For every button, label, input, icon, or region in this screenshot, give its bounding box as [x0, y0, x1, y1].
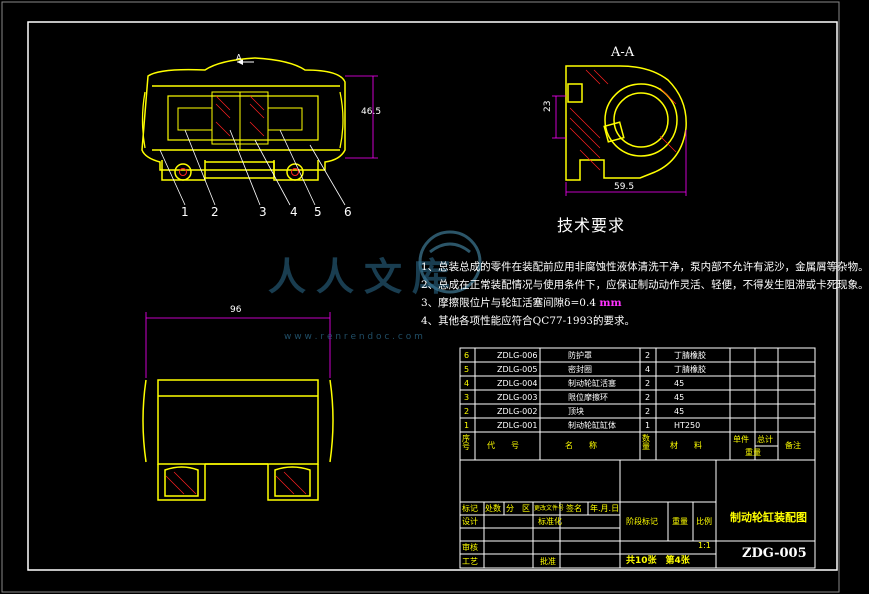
leader-label-3: 3 — [259, 205, 267, 219]
tb-sheets: 共10张 第4张 — [626, 556, 690, 566]
bom-header-code: 代 号 — [487, 441, 519, 450]
bom-cell-code: ZDLG-005 — [497, 365, 538, 374]
assembly-drawing — [1, 1, 840, 593]
view-label: A-A — [611, 45, 635, 60]
drawing-name: 制动轮缸装配图 — [730, 511, 807, 524]
bom-cell-qty: 2 — [645, 407, 651, 416]
bom-header-weight: 重量 — [745, 448, 761, 457]
bom-cell-qty: 1 — [645, 421, 651, 430]
bom-cell-no: 6 — [464, 351, 470, 360]
dim-section — [552, 95, 687, 196]
bom-cell-code: ZDLG-004 — [497, 379, 538, 388]
bom-cell-material: 丁腈橡胶 — [674, 365, 706, 374]
dim-front-height-label: 46.5 — [361, 107, 382, 117]
bom-cell-name: 顶块 — [568, 407, 584, 416]
bom-header-name: 名 称 — [565, 441, 597, 450]
tb-weight: 重量 — [672, 517, 688, 526]
section-view-a-a — [565, 65, 687, 181]
dim-section-height-label: 23 — [543, 100, 553, 112]
tb-standard: 标准化 — [538, 517, 562, 526]
leader-label-6: 6 — [344, 205, 352, 219]
bom-cell-material: 丁腈橡胶 — [674, 351, 706, 360]
bom-cell-code: ZDLG-003 — [497, 393, 538, 402]
bom-cell-qty: 2 — [645, 393, 651, 402]
leader-lines — [159, 129, 346, 206]
bom-cell-material: HT250 — [674, 421, 701, 430]
requirement-3-line: 3、摩擦限位片与轮缸活塞间隙δ=0.4 mm — [421, 298, 622, 309]
tb-review: 审核 — [462, 543, 478, 552]
section-marker: A — [236, 53, 242, 62]
requirement-3: 3、摩擦限位片与轮缸活塞间隙δ=0.4 — [421, 297, 596, 309]
bom-cell-no: 5 — [464, 365, 470, 374]
tb-change-doc: 更改文件号 — [534, 505, 565, 512]
dim-bottom-width — [145, 312, 331, 378]
bom-header-total-weight: 总计 — [757, 435, 773, 444]
leader-label-5: 5 — [314, 205, 322, 219]
bom-cell-no: 2 — [464, 407, 470, 416]
bom-cell-qty: 2 — [645, 379, 651, 388]
requirements-title: 技术要求 — [557, 216, 626, 235]
bom-cell-name: 限位摩擦环 — [568, 393, 608, 402]
tb-scale: 1:1 — [698, 541, 711, 550]
leader-label-2: 2 — [211, 205, 219, 219]
leader-label-1: 1 — [181, 205, 189, 219]
front-view — [141, 57, 346, 181]
dim-bottom-width-label: 96 — [230, 305, 242, 315]
bom-grid — [459, 347, 816, 569]
tb-date: 年.月.日 — [590, 504, 620, 513]
tb-zone: 分 区 — [506, 504, 530, 513]
tb-count: 处数 — [485, 504, 501, 513]
requirement-4: 4、其他各项性能应符合QC77-1993的要求。 — [421, 315, 635, 327]
bom-header-qty: 数量 — [642, 434, 650, 451]
bottom-hatch — [165, 471, 307, 495]
bom-cell-qty: 4 — [645, 365, 651, 374]
bom-cell-name: 密封圈 — [568, 365, 592, 374]
bom-header-material: 材 料 — [670, 441, 702, 450]
requirement-3-unit: mm — [599, 297, 622, 309]
bom-cell-code: ZDLG-002 — [497, 407, 538, 416]
tb-sign: 签名 — [566, 504, 582, 513]
bom-header-remark: 备注 — [785, 441, 801, 450]
bom-header-unit-weight: 单件 — [733, 435, 749, 444]
tb-design: 设计 — [462, 517, 478, 526]
bottom-view — [142, 379, 334, 501]
bom-cell-code: ZDLG-001 — [497, 421, 538, 430]
bom-cell-code: ZDLG-006 — [497, 351, 538, 360]
dim-section-width-label: 59.5 — [614, 182, 635, 192]
tb-stage-mark: 阶段标记 — [626, 517, 658, 526]
bom-cell-material: 45 — [674, 379, 685, 388]
bom-cell-material: 45 — [674, 407, 685, 416]
bom-cell-name: 制动轮缸缸体 — [568, 421, 616, 430]
leader-label-4: 4 — [290, 205, 298, 219]
watermark-logo-icon — [418, 230, 482, 294]
dim-front-height — [345, 75, 378, 159]
bom-header-no: 序号 — [462, 434, 470, 451]
bom-cell-name: 防护罩 — [568, 351, 592, 360]
bom-cell-material: 45 — [674, 393, 685, 402]
bom-cell-no: 1 — [464, 421, 470, 430]
tb-mark: 标记 — [462, 504, 478, 513]
watermark-text: 人人文库 — [268, 255, 461, 299]
requirement-2: 2、总成在正常装配情况与使用条件下，应保证制动动作灵活、轻便，不得发生阻滞或卡死… — [421, 279, 869, 291]
bom-cell-no: 3 — [464, 393, 470, 402]
tb-process: 工艺 — [462, 557, 478, 566]
tb-ratio: 比例 — [696, 517, 712, 526]
section-hatch — [569, 69, 677, 171]
requirement-1: 1、总装总成的零件在装配前应用非腐蚀性液体清洗干净，泵内部不允许有泥沙，金属屑等… — [421, 261, 869, 273]
drawing-number: ZDG-005 — [742, 546, 807, 561]
drawing-frame — [27, 21, 838, 571]
bom-cell-name: 制动轮缸活塞 — [568, 379, 616, 388]
bom-cell-qty: 2 — [645, 351, 651, 360]
tb-approve: 批准 — [540, 557, 556, 566]
bom-cell-no: 4 — [464, 379, 470, 388]
outer-border — [1, 1, 840, 593]
watermark-url: w w w . r e n r e n d o c . c o m — [284, 332, 423, 342]
